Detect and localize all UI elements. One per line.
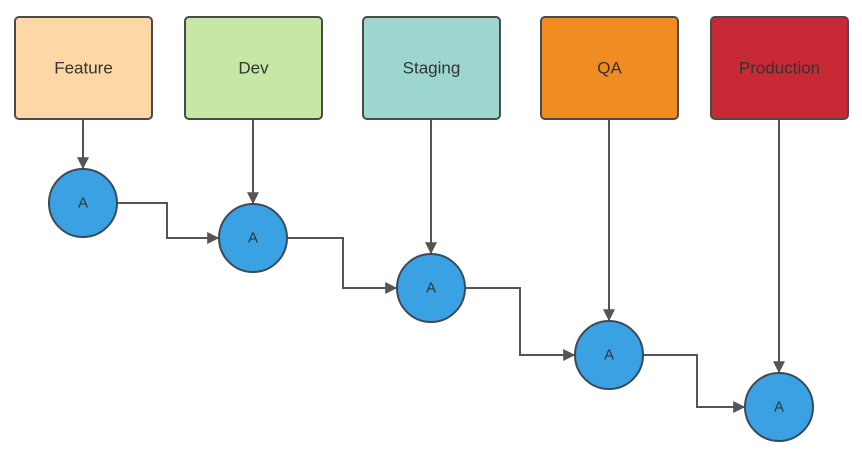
commit-node-1-label: A xyxy=(78,195,88,212)
commit-node-4-circle xyxy=(574,320,644,390)
commit-node-3-label: A xyxy=(426,280,436,297)
commit-node-1-circle xyxy=(48,168,118,238)
commit-node-1: A xyxy=(48,168,118,238)
stage-box-dev-rect xyxy=(184,16,323,120)
stage-label-staging: Staging xyxy=(403,59,461,78)
stage-box-dev: Dev xyxy=(184,16,323,120)
commit-node-2-label: A xyxy=(248,230,258,247)
connectors xyxy=(77,120,785,413)
stage-box-production: Production xyxy=(710,16,849,120)
stage-box-feature: Feature xyxy=(14,16,153,120)
stage-label-production: Production xyxy=(739,59,820,78)
node-2-to-node-3-arrow xyxy=(287,237,398,294)
stage-box-staging-rect xyxy=(362,16,501,120)
stage-box-qa: QA xyxy=(540,16,679,120)
stage-box-staging: Staging xyxy=(362,16,501,120)
node-3-to-node-4-arrow xyxy=(465,287,576,361)
commit-node-4-label: A xyxy=(604,347,614,364)
stage-box-production-rect xyxy=(710,16,849,120)
commit-node-2-circle xyxy=(218,203,288,273)
commit-node-3: A xyxy=(396,253,466,323)
commit-node-2: A xyxy=(218,203,288,273)
stage-label-qa: QA xyxy=(597,59,622,78)
node-1-to-node-2-arrow xyxy=(117,202,220,244)
commit-node-5-label: A xyxy=(774,399,784,416)
node-4-to-node-5-arrow xyxy=(643,354,746,413)
commit-node-5: A xyxy=(744,372,814,442)
stage-box-qa-rect xyxy=(540,16,679,120)
commit-node-3-circle xyxy=(396,253,466,323)
stage-box-feature-rect xyxy=(14,16,153,120)
commit-node-4: A xyxy=(574,320,644,390)
stage-label-dev: Dev xyxy=(238,59,269,78)
stage-label-feature: Feature xyxy=(54,59,113,78)
commit-node-5-circle xyxy=(744,372,814,442)
